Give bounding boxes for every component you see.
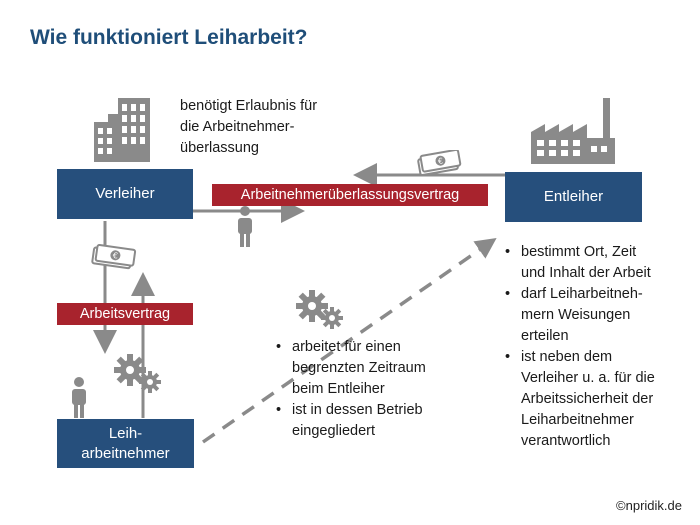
worker-bullet: ist in dessen Betrieb eingegliedert — [276, 400, 426, 442]
entleiher-bullet: darf Leiharbeitneh- mern Weisungen ertei… — [505, 284, 655, 347]
copyright: ©npridik.de — [616, 498, 682, 513]
entleiher-box: Entleiher — [505, 172, 642, 222]
gears-icon — [114, 354, 161, 393]
svg-text:€: € — [437, 156, 444, 166]
leiharbeitnehmer-label-line1: Leih- — [108, 424, 143, 442]
gears-icon — [296, 290, 343, 329]
bullet-line: beim Entleiher — [292, 381, 385, 397]
worker-notes: arbeitet für einen begrenzten Zeitraum b… — [276, 337, 426, 442]
leiharbeitnehmer-label-line2: arbeitnehmer — [81, 444, 170, 462]
bullet-line: verantwortlich — [521, 433, 611, 449]
bullet-line: darf Leiharbeitneh- — [521, 286, 643, 302]
bullet-line: bestimmt Ort, Zeit — [521, 244, 637, 260]
entleiher-label: Entleiher — [543, 188, 604, 205]
entleiher-bullet: bestimmt Ort, Zeit und Inhalt der Arbeit — [505, 242, 655, 284]
bullet-line: arbeitet für einen — [292, 339, 401, 355]
bullet-line: ist in dessen Betrieb — [292, 402, 423, 418]
bullet-line: Leiharbeitnehmer — [521, 412, 634, 428]
svg-text:€: € — [112, 251, 118, 261]
leiharbeitnehmer-box: Leih- arbeitnehmer — [57, 419, 194, 468]
verleiher-note-line: benötigt Erlaubnis für — [180, 98, 318, 114]
bullet-line: mern Weisungen — [521, 307, 631, 323]
verleiher-note: benötigt Erlaubnis für die Arbeitnehmer-… — [180, 96, 317, 159]
ueberlassungsvertrag-label: Arbeitnehmerüberlassungsvertrag — [212, 184, 488, 206]
bullet-line: begrenzten Zeitraum — [292, 360, 426, 376]
verleiher-note-line: überlassung — [180, 140, 259, 156]
verleiher-label: Verleiher — [95, 185, 155, 202]
verleiher-box: Verleiher — [57, 169, 193, 219]
bullet-line: Verleiher u. a. für die — [521, 370, 655, 386]
factory-icon — [531, 98, 615, 164]
bullet-line: Arbeitssicherheit der — [521, 391, 654, 407]
bullet-line: erteilen — [521, 328, 569, 344]
arbeitsvertrag-label: Arbeitsvertrag — [57, 303, 193, 325]
bullet-line: ist neben dem — [521, 349, 613, 365]
person-icon — [72, 377, 86, 418]
worker-bullet: arbeitet für einen begrenzten Zeitraum b… — [276, 337, 426, 400]
bullet-line: eingegliedert — [292, 423, 376, 439]
money-icon: € — [417, 150, 462, 177]
money-icon: € — [91, 244, 137, 270]
bullet-line: und Inhalt der Arbeit — [521, 265, 651, 281]
entleiher-notes: bestimmt Ort, Zeit und Inhalt der Arbeit… — [505, 242, 655, 452]
person-icon — [238, 206, 252, 247]
entleiher-bullet: ist neben dem Verleiher u. a. für die Ar… — [505, 347, 655, 452]
verleiher-note-line: die Arbeitnehmer- — [180, 119, 295, 135]
page-title: Wie funktioniert Leiharbeit? — [30, 26, 308, 49]
office-building-icon — [94, 98, 150, 162]
